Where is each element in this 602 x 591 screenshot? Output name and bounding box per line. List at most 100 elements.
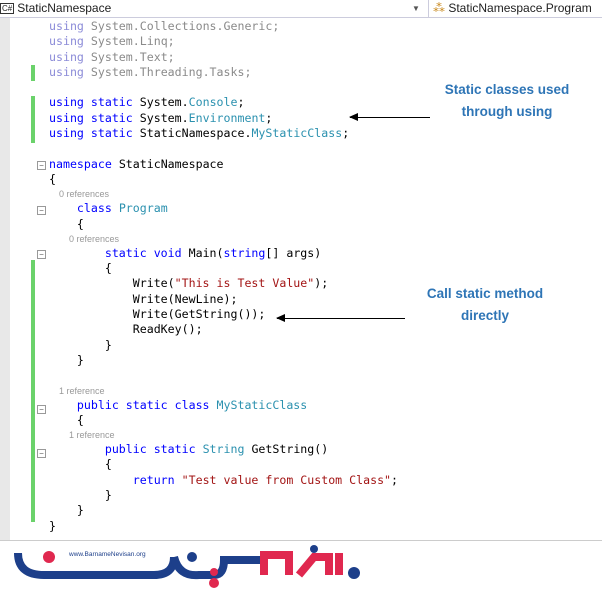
code-token: System. — [139, 95, 189, 110]
code-token: using — [49, 49, 91, 64]
code-token: MyStaticClass — [251, 126, 343, 141]
code-token: ; — [391, 472, 399, 487]
code-line — [49, 80, 394, 95]
code-token: Environment — [188, 110, 266, 125]
code-token: MyStaticClass — [216, 397, 308, 412]
code-token: using static — [49, 110, 140, 125]
navigation-bar: C#StaticNamespace ▼ ⁂ StaticNamespace.Pr… — [0, 0, 602, 18]
code-token: System.Text; — [90, 49, 175, 64]
code-line: } — [49, 488, 394, 503]
fold-toggle[interactable]: − — [37, 161, 46, 170]
code-line: using static System.Environment; — [49, 111, 394, 126]
code-token: { — [49, 216, 84, 231]
code-line: using System.Threading.Tasks; — [49, 65, 394, 80]
code-line: { — [49, 413, 394, 428]
code-token: ); — [314, 276, 329, 291]
codelens-reference-count[interactable]: 0 references — [49, 187, 394, 201]
code-token: using — [49, 34, 91, 49]
annotation-text: through using — [461, 104, 553, 119]
editor-margin — [0, 18, 10, 540]
code-token: using static — [49, 95, 140, 110]
code-line: } — [49, 519, 394, 534]
editor-bottom-border — [0, 540, 602, 541]
code-token: 1 reference — [49, 430, 115, 441]
code-token: 0 references — [49, 189, 110, 200]
code-token: } — [49, 503, 84, 518]
code-token: } — [49, 488, 112, 503]
fold-toggle[interactable]: − — [37, 405, 46, 414]
annotation-text: directly — [460, 308, 510, 323]
code-token: static void — [49, 245, 189, 260]
code-line: Write(GetString()); — [49, 307, 394, 322]
code-line: Write("This is Test Value"); — [49, 276, 394, 291]
code-token: public static class — [49, 397, 217, 412]
code-line — [49, 141, 394, 156]
code-token: ; — [237, 95, 245, 110]
code-line: using System.Linq; — [49, 34, 394, 49]
code-line: using System.Text; — [49, 50, 394, 65]
code-token: } — [49, 337, 112, 352]
member-dropdown-label: StaticNamespace.Program — [448, 1, 592, 15]
code-token: Write( — [49, 276, 175, 291]
barnamenevisan-logo: www.BarnameNevisan.org — [14, 545, 360, 588]
code-line: using static StaticNamespace.MyStaticCla… — [49, 126, 394, 141]
code-line: } — [49, 353, 394, 368]
code-token: System. — [139, 110, 189, 125]
code-token: StaticNamespace — [118, 156, 224, 171]
code-token: Write(GetString()); — [49, 307, 266, 322]
code-token: } — [49, 518, 56, 533]
fold-toggle[interactable]: − — [37, 206, 46, 215]
code-token: Program — [118, 201, 168, 216]
code-line: Write(NewLine); — [49, 292, 394, 307]
code-token: using static — [49, 126, 140, 141]
codelens-reference-count[interactable]: 1 reference — [49, 428, 394, 442]
code-token: ; — [342, 126, 350, 141]
code-line: class Program — [49, 201, 394, 216]
code-line: { — [49, 457, 394, 472]
code-line: return "Test value from Custom Class"; — [49, 472, 398, 488]
change-marker — [31, 65, 35, 81]
arrow-icon — [349, 113, 430, 121]
file-dropdown-label: StaticNamespace — [17, 1, 112, 15]
codelens-reference-count[interactable]: 1 reference — [49, 384, 394, 398]
code-token: ReadKey(); — [49, 322, 203, 337]
chevron-down-icon[interactable]: ▼ — [412, 4, 420, 13]
code-line: namespace StaticNamespace — [49, 157, 394, 172]
change-marker — [31, 96, 35, 143]
code-token: System.Collections.Generic; — [90, 19, 280, 33]
code-token: { — [49, 171, 56, 186]
arrow-icon — [276, 314, 405, 322]
code-line: public static String GetString() — [49, 442, 394, 457]
code-line: { — [49, 172, 394, 187]
code-token: return — [49, 472, 182, 487]
csharp-file-icon: C# — [0, 3, 15, 14]
code-token: StaticNamespace. — [139, 126, 252, 141]
class-member-icon: ⁂ — [433, 1, 449, 15]
change-marker — [31, 260, 35, 522]
code-editor[interactable]: using System.Collections.Generic;using S… — [49, 19, 398, 534]
fold-toggle[interactable]: − — [37, 250, 46, 259]
code-line: } — [49, 338, 394, 353]
file-dropdown[interactable]: C#StaticNamespace — [0, 0, 400, 17]
code-token: { — [49, 457, 112, 472]
code-token: Write(NewLine); — [49, 291, 238, 306]
code-token: ; — [265, 110, 273, 125]
code-token: System.Threading.Tasks; — [90, 64, 252, 79]
code-token: System.Linq; — [90, 34, 175, 49]
code-line: using static System.Console; — [49, 95, 394, 110]
member-dropdown[interactable]: ⁂ StaticNamespace.Program — [428, 0, 602, 17]
code-token: string — [223, 245, 266, 260]
code-line: { — [49, 217, 394, 232]
code-token: "This is Test Value" — [174, 276, 315, 291]
code-token: GetString() — [251, 442, 329, 457]
code-line: static void Main(string[] args) — [49, 246, 394, 261]
codelens-reference-count[interactable]: 0 references — [49, 232, 394, 246]
code-token: } — [49, 352, 84, 367]
code-line: using System.Collections.Generic; — [49, 19, 394, 34]
fold-toggle[interactable]: − — [37, 449, 46, 458]
code-line: public static class MyStaticClass — [49, 398, 394, 413]
code-token: using — [49, 19, 91, 33]
code-token: 1 reference — [49, 385, 105, 396]
